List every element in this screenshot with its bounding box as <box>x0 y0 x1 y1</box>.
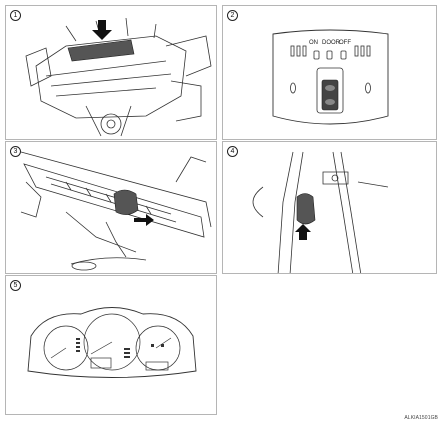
rear-hatch-sensor-icon <box>20 151 212 271</box>
panel-number-2: 2 <box>227 10 238 21</box>
panel-3: 3 <box>5 141 217 274</box>
panel-5: 5 <box>5 275 217 415</box>
panel-number-5: 5 <box>10 280 21 291</box>
dashboard-removal-arrow-icon <box>25 17 212 137</box>
map-lamp-switch-icon: ON DOOR OFF <box>272 29 389 125</box>
panel-4: 4 <box>222 141 437 274</box>
switch-label-off: OFF <box>339 40 351 46</box>
panel-1: 1 <box>5 5 217 140</box>
panel-number-3: 3 <box>10 146 21 157</box>
switch-label-on: ON <box>309 40 318 46</box>
instrument-cluster-icon <box>27 307 197 378</box>
panel-2: 2 ON DOOR OFF <box>222 5 437 140</box>
panel-number-1: 1 <box>10 10 21 21</box>
panel-number-4: 4 <box>227 146 238 157</box>
switch-label-door: DOOR <box>322 40 341 46</box>
door-switch-arrow-icon <box>252 151 389 273</box>
figure-reference-code: ALKIA1501GB <box>404 415 438 421</box>
